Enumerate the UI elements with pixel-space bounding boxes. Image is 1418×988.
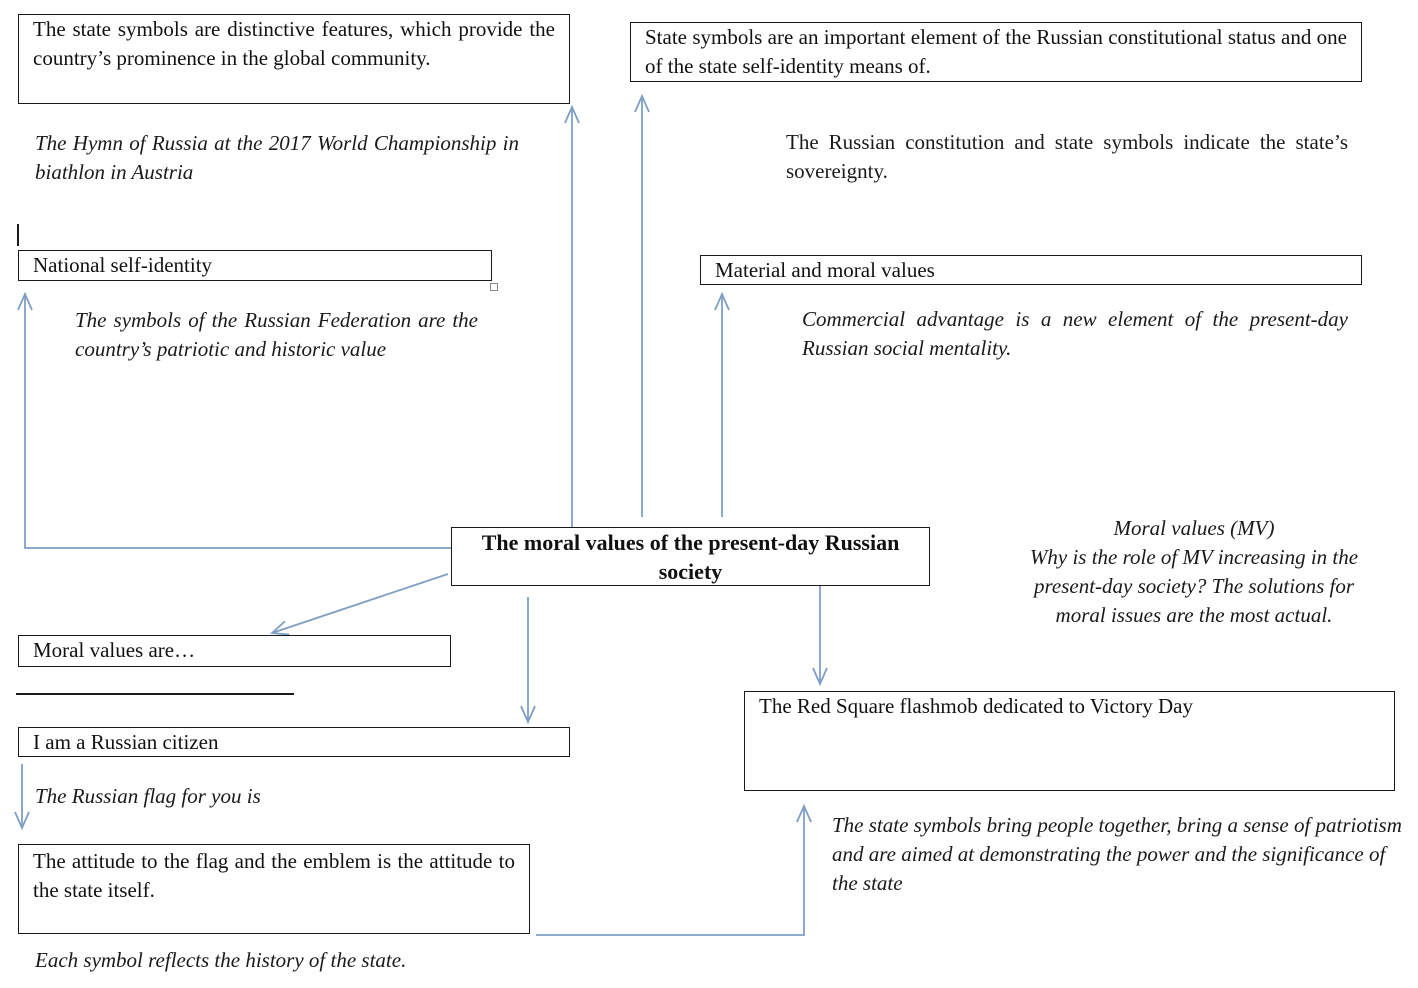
material-moral-values-text: Material and moral values — [715, 258, 935, 282]
material-moral-values-box: Material and moral values — [700, 255, 1362, 285]
symbols-patriotic-historic-note: The symbols of the Russian Federation ar… — [75, 306, 478, 364]
commercial-advantage-text: Commercial advantage is a new element of… — [802, 307, 1348, 360]
arrow-to-national-self-identity — [25, 294, 452, 549]
attitude-flag-emblem-text: The attitude to the flag and the emblem … — [33, 849, 515, 902]
state-symbols-constitutional-text: State symbols are an important element o… — [645, 25, 1347, 78]
constitution-sovereignty-note: The Russian constitution and state symbo… — [786, 128, 1348, 186]
text-cursor-mark — [17, 224, 19, 246]
national-self-identity-box: National self-identity — [18, 250, 492, 281]
moral-values-are-text: Moral values are… — [33, 638, 196, 662]
arrow-attitude-to-flashmob — [536, 806, 804, 936]
state-symbols-constitutional-box: State symbols are an important element o… — [630, 22, 1362, 82]
arrow-to-moral-values-are — [272, 573, 449, 633]
moral-values-mv-note: Moral values (MV) Why is the role of MV … — [1012, 514, 1376, 630]
constitution-sovereignty-text: The Russian constitution and state symbo… — [786, 130, 1348, 183]
symbol-reflects-history-note: Each symbol reflects the history of the … — [35, 946, 535, 975]
russian-citizen-text: I am a Russian citizen — [33, 730, 219, 754]
hymn-biathlon-note: The Hymn of Russia at the 2017 World Cha… — [35, 129, 519, 187]
russian-flag-for-you-text: The Russian flag for you is — [35, 784, 261, 808]
blank-answer-line — [16, 693, 294, 695]
moral-values-mv-title: Moral values (MV) — [1113, 516, 1275, 540]
moral-values-mv-question: Why is the role of MV increasing in the … — [1029, 545, 1359, 627]
central-topic-box: The moral values of the present-day Russ… — [451, 527, 930, 586]
moral-values-are-box: Moral values are… — [18, 635, 451, 667]
red-square-flashmob-text: The Red Square flashmob dedicated to Vic… — [759, 694, 1193, 718]
red-square-flashmob-box: The Red Square flashmob dedicated to Vic… — [744, 691, 1395, 791]
attitude-flag-emblem-box: The attitude to the flag and the emblem … — [18, 844, 530, 934]
russian-citizen-box: I am a Russian citizen — [18, 727, 570, 757]
national-self-identity-text: National self-identity — [33, 253, 213, 277]
russian-flag-for-you-note: The Russian flag for you is — [35, 782, 435, 811]
resize-handle — [490, 283, 498, 291]
symbol-reflects-history-text: Each symbol reflects the history of the … — [35, 948, 407, 972]
state-symbols-distinctive-box: The state symbols are distinctive featur… — [18, 14, 570, 104]
commercial-advantage-note: Commercial advantage is a new element of… — [802, 305, 1348, 363]
symbols-bring-together-note: The state symbols bring people together,… — [832, 811, 1404, 898]
state-symbols-distinctive-text: The state symbols are distinctive featur… — [33, 17, 555, 70]
central-topic-text: The moral values of the present-day Russ… — [481, 530, 900, 584]
hymn-biathlon-text: The Hymn of Russia at the 2017 World Cha… — [35, 131, 519, 184]
symbols-bring-together-text: The state symbols bring people together,… — [832, 813, 1402, 895]
symbols-patriotic-historic-text: The symbols of the Russian Federation ar… — [75, 308, 478, 361]
